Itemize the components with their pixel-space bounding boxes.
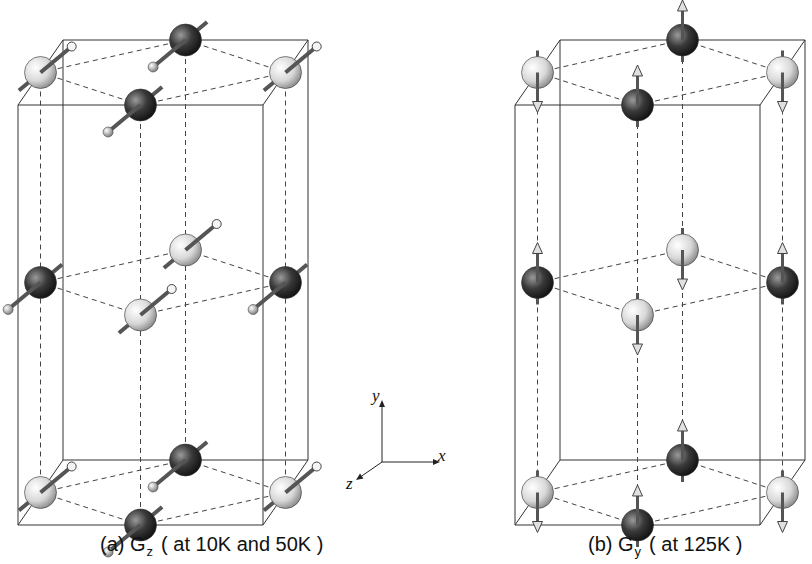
bond-line	[141, 73, 286, 106]
atom	[164, 220, 221, 269]
cell-edge	[63, 40, 64, 460]
atom	[522, 51, 554, 113]
atom	[19, 462, 76, 511]
axis-triad	[356, 400, 440, 480]
bond-line	[637, 105, 638, 525]
bond-line	[41, 250, 186, 283]
cell-edge	[560, 40, 561, 460]
atom	[622, 293, 654, 355]
bond-line	[141, 283, 286, 316]
caption-text: (a) G	[100, 533, 146, 556]
atom	[264, 42, 321, 91]
caption-text: ( at 125K )	[649, 533, 742, 556]
gz-cell	[3, 22, 321, 557]
bond-line	[141, 493, 286, 526]
subscript-label: z	[147, 544, 154, 559]
atom	[767, 471, 799, 533]
atom	[667, 420, 699, 482]
atom	[3, 265, 62, 315]
bond-line	[682, 40, 683, 460]
bond-line	[638, 283, 783, 316]
atom	[667, 228, 699, 290]
cell-edge	[760, 105, 761, 525]
atom	[767, 51, 799, 113]
atom	[19, 42, 76, 91]
caption-text: (b) G	[588, 533, 634, 556]
axis-label: y	[372, 386, 380, 406]
bond-line	[537, 73, 538, 493]
atom	[522, 471, 554, 533]
atom	[103, 87, 162, 137]
bond-line	[538, 460, 683, 493]
figure-caption: (b) Gy ( at 125K )	[588, 533, 742, 556]
caption-text: ( at 10K and 50K )	[161, 533, 323, 556]
cell-edge	[308, 40, 309, 460]
atom	[264, 462, 321, 511]
bond-line	[41, 460, 186, 493]
cell-edge	[805, 40, 806, 460]
subscript-label: y	[635, 544, 642, 559]
atom	[667, 0, 699, 62]
cell-edge	[515, 40, 560, 105]
axis-label: z	[346, 474, 353, 494]
bond-line	[638, 73, 783, 106]
cell-edge	[263, 105, 264, 525]
atom	[522, 243, 554, 305]
atom	[119, 285, 176, 334]
bond-line	[782, 73, 783, 493]
atom	[248, 265, 307, 315]
bond-line	[538, 250, 683, 283]
cell-edge	[760, 40, 805, 105]
bond-line	[638, 493, 783, 526]
atom	[622, 65, 654, 127]
atom	[148, 22, 207, 72]
atom	[767, 243, 799, 305]
atom	[148, 442, 207, 492]
gy-cell	[515, 0, 805, 547]
axis-label: x	[438, 446, 446, 466]
cell-edge	[515, 105, 516, 525]
bond-line	[41, 40, 186, 73]
figure-caption: (a) Gz ( at 10K and 50K )	[100, 533, 323, 556]
bond-line	[538, 40, 683, 73]
cell-edge	[18, 105, 19, 525]
